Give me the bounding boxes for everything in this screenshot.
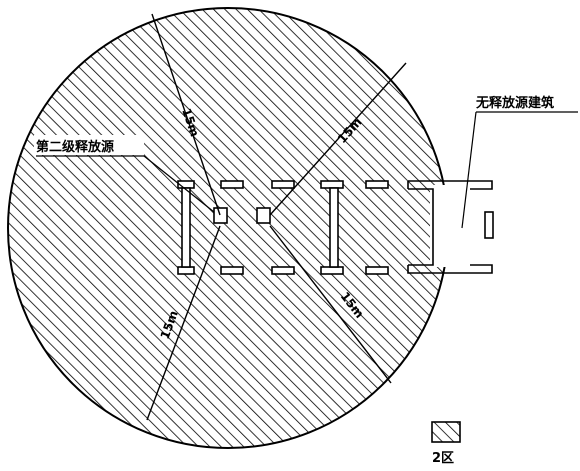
callout-secondary-source: 第二级释放源 — [34, 135, 215, 213]
radius-lines — [146, 13, 407, 421]
process-units — [177, 180, 389, 275]
legend: 2区 — [431, 421, 461, 466]
building-cutout — [430, 185, 492, 267]
secondary-source-label: 第二级释放源 — [36, 139, 114, 155]
legend-label: 2区 — [432, 451, 454, 466]
building-label: 无释放源建筑 — [475, 95, 554, 111]
release-source-left — [213, 207, 228, 224]
no-source-building — [407, 180, 494, 274]
legend-swatch — [431, 421, 461, 443]
callout-no-source-building: 无释放源建筑 — [461, 91, 578, 229]
zone2-hatched-area — [7, 7, 449, 449]
release-source-right — [256, 207, 271, 224]
